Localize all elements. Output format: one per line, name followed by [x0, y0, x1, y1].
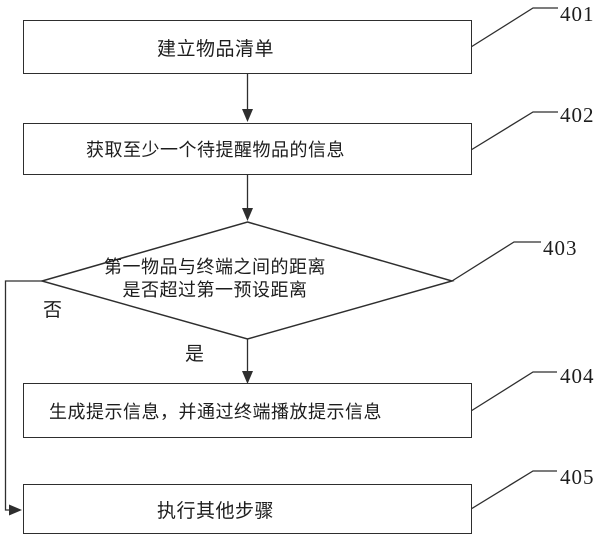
leader-line-401: [470, 7, 558, 48]
leader-line-403: [451, 241, 541, 282]
arrowhead-into-402-icon: [242, 109, 253, 122]
ref-numeral-401: 401: [560, 2, 595, 26]
arrowhead-into-403-icon: [242, 208, 253, 221]
step-401-box: 建立物品清单: [23, 20, 472, 74]
leader-line-402: [470, 111, 558, 151]
step-405-label: 执行其他步骤: [156, 500, 274, 522]
branch-yes-label: 是: [185, 344, 205, 365]
decision-403-label: 第一物品与终端之间的距离 是否超过第一预设距离: [0, 256, 430, 302]
step-401-label: 建立物品清单: [156, 38, 274, 60]
decision-403-line2: 是否超过第一预设距离: [122, 280, 308, 300]
ref-numeral-402: 402: [560, 103, 595, 127]
step-404-box: 生成提示信息，并通过终端播放提示信息: [23, 383, 472, 438]
arrowhead-into-404-icon: [242, 371, 253, 384]
decision-403-line1: 第一物品与终端之间的距离: [104, 257, 326, 277]
ref-numeral-403: 403: [543, 236, 578, 260]
step-405-box: 执行其他步骤: [23, 484, 472, 534]
branch-no-label: 否: [43, 300, 63, 321]
step-402-label: 获取至少一个待提醒物品的信息: [86, 140, 345, 160]
step-402-box: 获取至少一个待提醒物品的信息: [23, 123, 472, 175]
connector-no-403-405: [4, 280, 42, 511]
step-404-label: 生成提示信息，并通过终端播放提示信息: [49, 401, 382, 422]
leader-line-405: [470, 470, 557, 510]
arrowhead-into-405-icon: [9, 504, 22, 516]
leader-line-404: [470, 371, 557, 412]
ref-numeral-404: 404: [560, 364, 595, 388]
ref-numeral-405: 405: [560, 465, 595, 489]
